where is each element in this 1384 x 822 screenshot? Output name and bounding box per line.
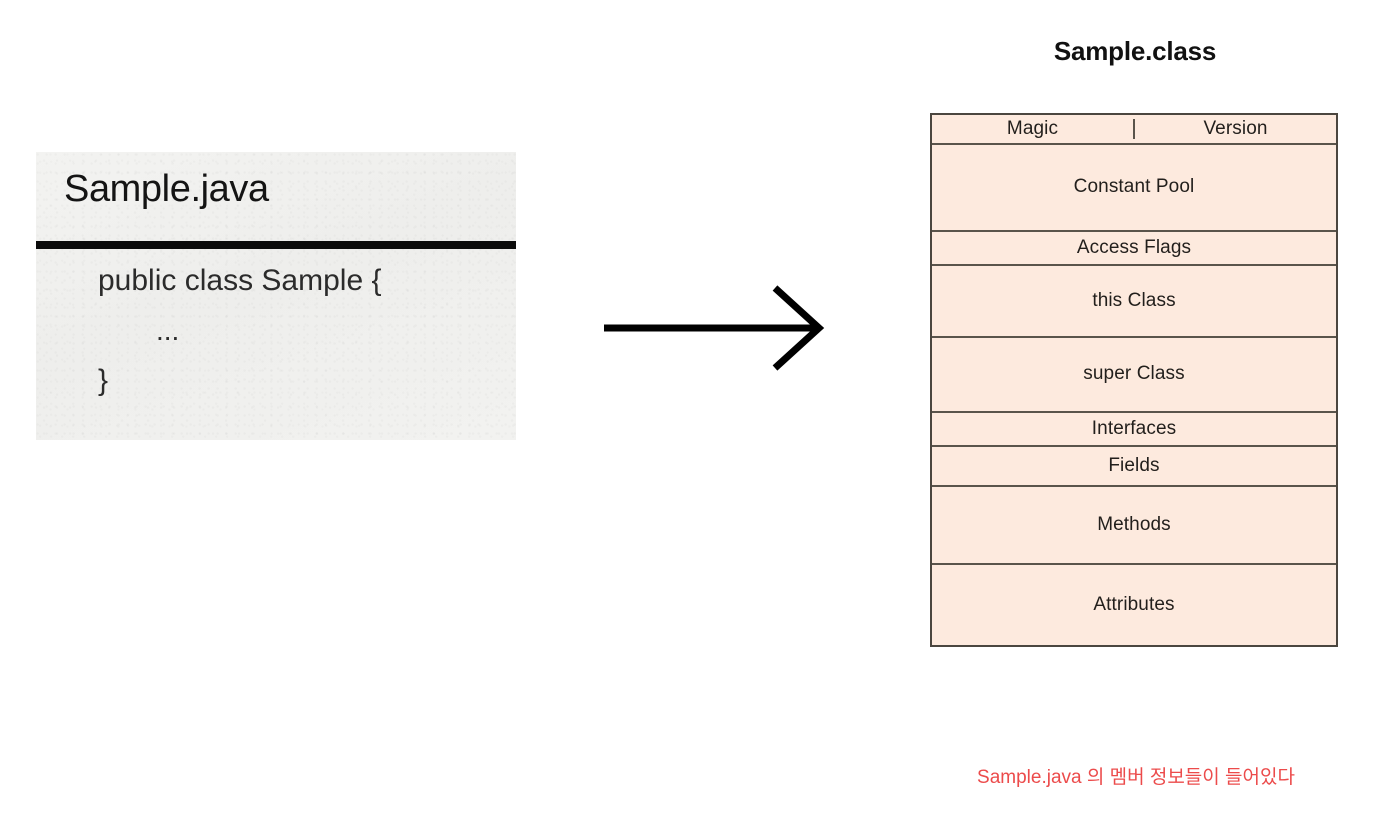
- class-file-caption: Sample.java 의 멤버 정보들이 들어있다: [977, 767, 1295, 788]
- source-card-divider: [36, 241, 516, 249]
- table-row-super-class: super Class: [932, 338, 1336, 413]
- table-row-magic-version: Magic Version: [932, 115, 1336, 145]
- table-row-interfaces: Interfaces: [932, 413, 1336, 447]
- cell-methods: Methods: [1097, 513, 1171, 535]
- source-code-block: public class Sample { ... }: [36, 256, 516, 406]
- cell-access-flags: Access Flags: [1076, 236, 1192, 258]
- cell-interfaces: Interfaces: [1091, 417, 1177, 439]
- cell-this-class: this Class: [1092, 289, 1176, 311]
- table-row-access-flags: Access Flags: [932, 232, 1336, 266]
- class-file-structure-table: Magic Version Constant Pool Access Flags…: [930, 113, 1338, 647]
- right-arrow-icon: [604, 285, 825, 371]
- cell-fields: Fields: [1108, 454, 1160, 476]
- table-row-attributes: Attributes: [932, 565, 1336, 645]
- table-row-constant-pool: Constant Pool: [932, 145, 1336, 232]
- source-file-title: Sample.java: [64, 168, 269, 210]
- code-line: public class Sample {: [98, 264, 382, 297]
- source-file-card: Sample.java public class Sample { ... }: [36, 152, 516, 440]
- code-line: }: [98, 364, 109, 397]
- cell-constant-pool: Constant Pool: [1073, 176, 1195, 198]
- cell-super-class: super Class: [1083, 363, 1185, 385]
- class-file-title: Sample.class: [1053, 36, 1217, 66]
- table-row-methods: Methods: [932, 487, 1336, 565]
- table-row-fields: Fields: [932, 447, 1336, 487]
- code-line: ...: [156, 315, 180, 346]
- cell-attributes: Attributes: [1093, 593, 1175, 615]
- table-row-this-class: this Class: [932, 266, 1336, 338]
- cell-version: Version: [1203, 117, 1268, 139]
- cell-magic: Magic: [932, 118, 1135, 140]
